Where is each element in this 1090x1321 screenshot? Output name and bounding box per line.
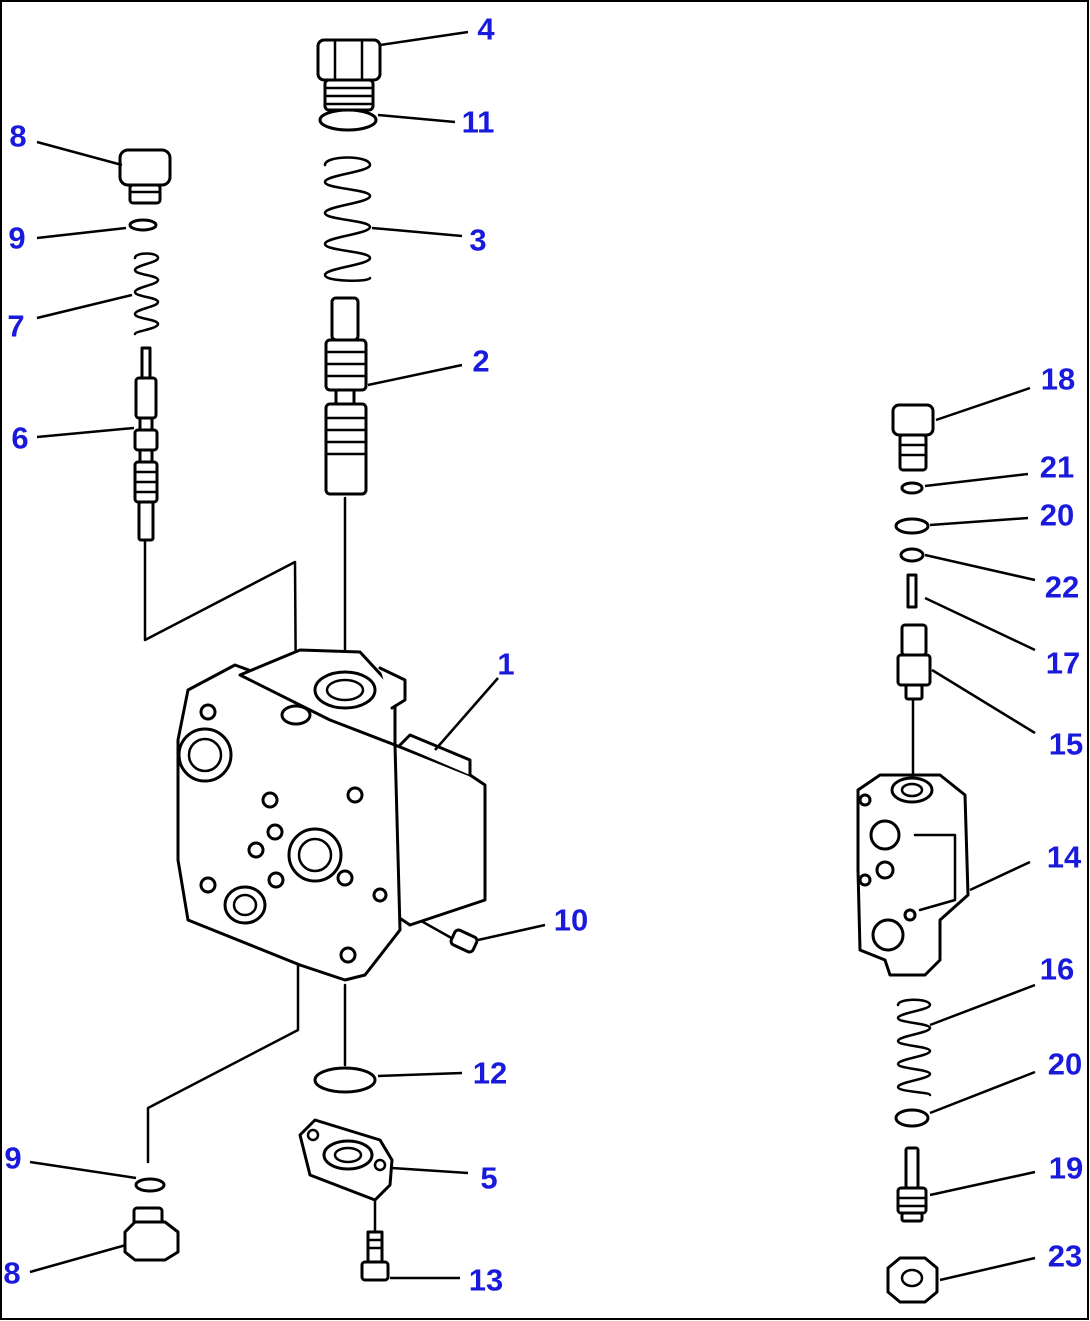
callout-label-c5: 5 bbox=[480, 1161, 497, 1196]
plug-part-10 bbox=[449, 928, 479, 954]
plug-part-8-bottom bbox=[123, 1206, 180, 1262]
o-ring-part-12 bbox=[313, 1066, 377, 1094]
spring-part-7 bbox=[133, 252, 160, 336]
assembly-lines bbox=[143, 496, 915, 1257]
callout-label-c21: 21 bbox=[1040, 450, 1074, 485]
callout-label-c1: 1 bbox=[497, 647, 514, 682]
callout-label-c16: 16 bbox=[1040, 952, 1074, 987]
callout-labels: 4 11 8 9 3 7 2 6 18 21 20 22 1 17 15 14 10 16 12 20 9 5 19 8 13 2… bbox=[3, 12, 1083, 1298]
spring-part-3 bbox=[323, 156, 372, 282]
callout-label-c3: 3 bbox=[469, 223, 486, 258]
callout-label-c8a: 8 bbox=[9, 119, 26, 154]
pin-part-17 bbox=[906, 573, 918, 609]
o-ring-part-20-top bbox=[894, 517, 930, 535]
callout-label-c9a: 9 bbox=[8, 221, 25, 256]
o-ring-part-9-top bbox=[128, 218, 158, 232]
nut-part-23 bbox=[886, 1256, 939, 1304]
callout-label-c15: 15 bbox=[1049, 727, 1083, 762]
callout-label-c6: 6 bbox=[11, 421, 28, 456]
callout-label-c8b: 8 bbox=[3, 1256, 20, 1291]
spool-part-6 bbox=[133, 346, 159, 542]
valve-body-part-14 bbox=[856, 773, 970, 977]
valve-part-19 bbox=[896, 1146, 928, 1223]
callout-label-c17: 17 bbox=[1046, 646, 1080, 681]
plug-part-8-top bbox=[118, 148, 172, 205]
spring-part-16 bbox=[896, 998, 932, 1097]
callout-label-c19: 19 bbox=[1049, 1151, 1083, 1186]
callout-label-c14: 14 bbox=[1047, 840, 1082, 875]
bolt-part-13 bbox=[360, 1230, 390, 1282]
callout-label-c10: 10 bbox=[554, 903, 588, 938]
spool-part-2 bbox=[324, 296, 368, 496]
callout-label-c20b: 20 bbox=[1048, 1047, 1082, 1082]
o-ring-part-11 bbox=[318, 108, 378, 132]
callout-label-c11: 11 bbox=[462, 105, 495, 140]
callout-label-c12: 12 bbox=[473, 1056, 507, 1091]
callout-label-c23: 23 bbox=[1048, 1239, 1082, 1274]
callout-label-c18: 18 bbox=[1041, 362, 1075, 397]
callout-label-c13: 13 bbox=[469, 1263, 503, 1298]
o-ring-part-9-bottom bbox=[134, 1177, 166, 1193]
leader-lines bbox=[29, 30, 1036, 1282]
callout-label-c4a: 4 bbox=[477, 12, 495, 47]
o-ring-part-21 bbox=[900, 481, 924, 495]
o-ring-part-20-bottom bbox=[894, 1108, 930, 1128]
valve-body-part-1 bbox=[176, 648, 487, 982]
callout-label-c20a: 20 bbox=[1040, 498, 1074, 533]
callout-label-c7: 7 bbox=[7, 309, 24, 344]
flange-part-5 bbox=[298, 1118, 394, 1202]
plug-part-4 bbox=[316, 38, 382, 112]
callout-label-c2: 2 bbox=[472, 344, 489, 379]
plug-part-18 bbox=[891, 403, 935, 472]
callout-label-c22: 22 bbox=[1045, 570, 1079, 605]
callout-label-c9b: 9 bbox=[4, 1141, 21, 1176]
ring-part-22 bbox=[899, 547, 925, 563]
valve-part-15 bbox=[896, 623, 932, 701]
